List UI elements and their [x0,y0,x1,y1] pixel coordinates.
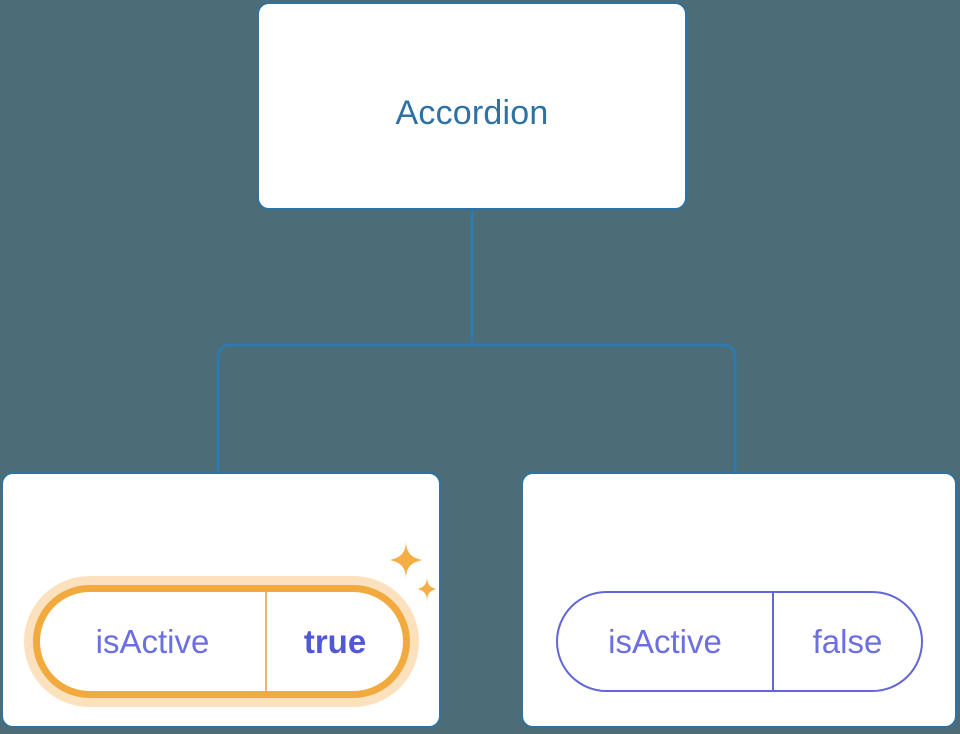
prop-pill-isactive-true[interactable]: isActive true [33,585,410,698]
node-accordion-title: Accordion [395,94,549,132]
prop-value-true: true [265,592,403,691]
node-accordion[interactable]: Accordion [257,2,687,210]
prop-value-false: false [772,593,921,690]
edge-to-panel-left [216,343,474,474]
prop-key-isactive: isActive [608,622,722,660]
prop-key-isactive: isActive [95,622,210,660]
prop-pill-isactive-false[interactable]: isActive false [556,591,923,692]
edge-to-panel-right [470,343,737,474]
